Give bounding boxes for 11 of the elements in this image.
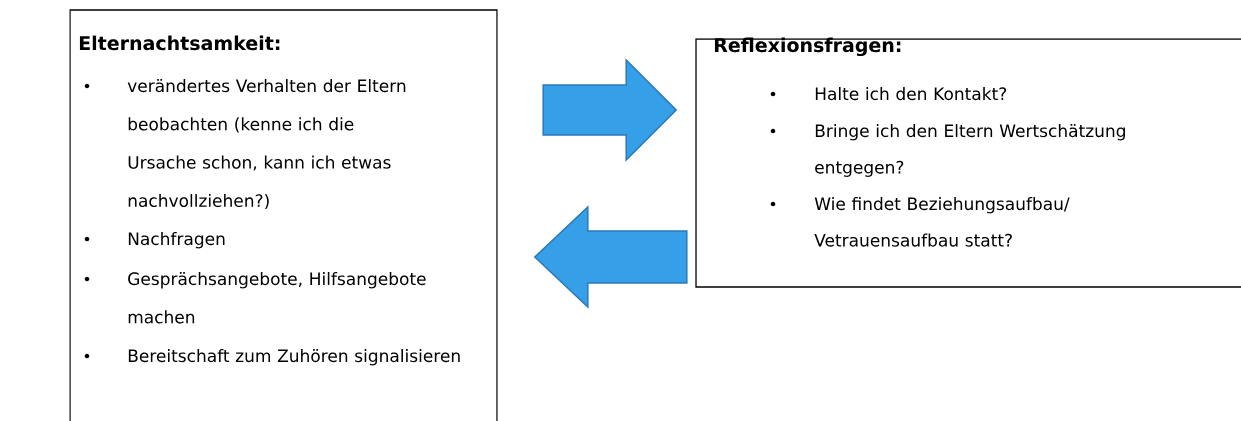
heading: Reflexionsfragen: [714, 37, 901, 57]
block-arrow [542, 58, 678, 162]
list-item: Gesprächsangebote, Hilfsangebote machen [128, 272, 426, 324]
block-arrow [533, 205, 688, 309]
list-item: Bringe ich den Eltern Wertschätzung entgegen? [815, 124, 1125, 177]
list-item: verändertes Verhalten der Eltern beobachten (kenne ich die Ursache schon, kann ich etwas nachvollziehen?) [127, 79, 406, 210]
list-item: Bereitschaft zum Zuhören signalisieren [128, 349, 460, 366]
list-item: Halte ich den Kontakt? [815, 87, 1007, 101]
heading: Elternachtsamkeit: [79, 35, 280, 51]
list-item: Wie findet Beziehungsaufbau/ Vetrauensaufbau statt? [814, 197, 1070, 247]
list-item: Nachfragen [128, 232, 225, 249]
